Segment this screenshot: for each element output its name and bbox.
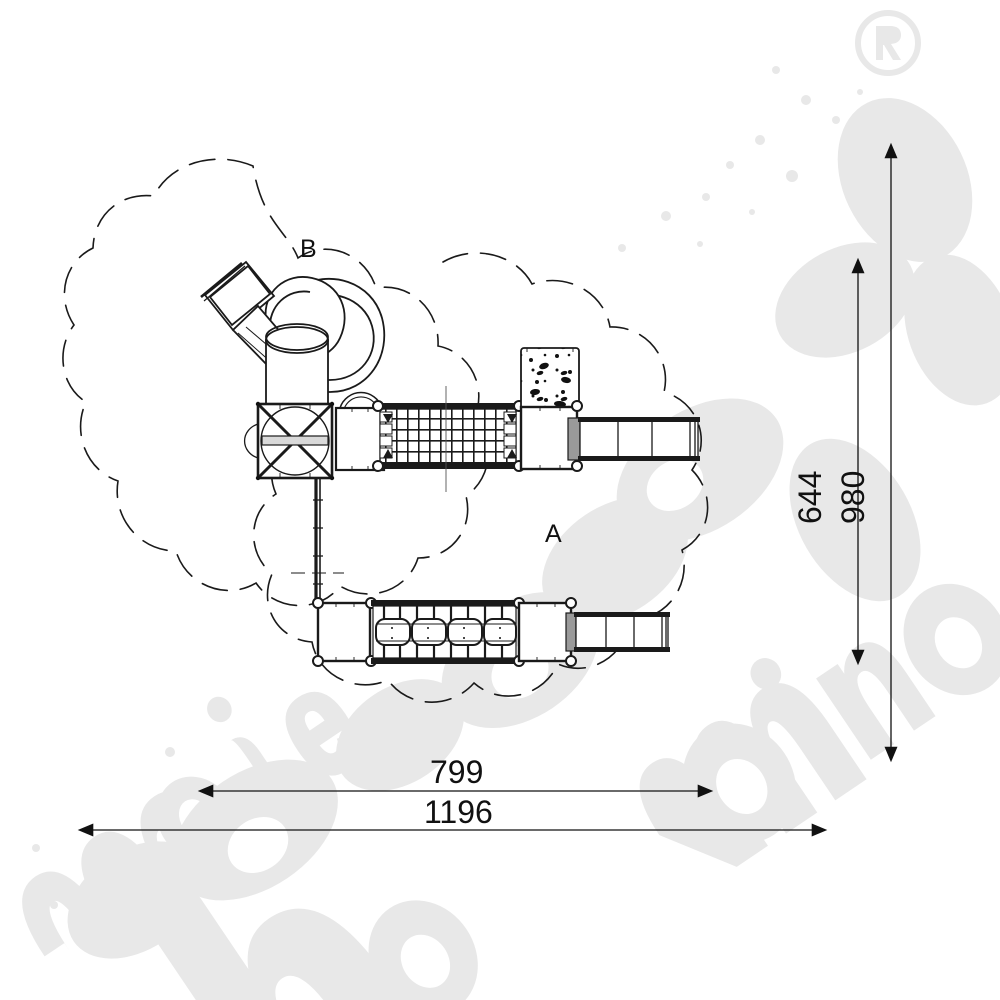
dim-text-980: 980: [835, 470, 871, 524]
stepping-bridge-lower: [371, 597, 525, 667]
dim-text-799: 799: [430, 754, 484, 790]
safety-zone-outline: [62, 158, 709, 703]
lower-right-deck: [517, 597, 577, 667]
dim-text-644: 644: [792, 470, 828, 524]
tower-platform-x-brace: [243, 401, 335, 481]
slide-exit-panel: [200, 260, 276, 332]
lower-left-deck: [312, 597, 377, 667]
zone-label-b: B: [300, 235, 317, 263]
access-ramp-upper: [567, 417, 700, 461]
connecting-beam: [291, 470, 344, 604]
zone-label-a: A: [545, 520, 562, 548]
access-ramp-lower: [565, 612, 670, 652]
registered-trademark-icon: [855, 10, 921, 76]
tube-slide-curved: [200, 260, 386, 407]
dim-text-1196: 1196: [424, 794, 493, 830]
